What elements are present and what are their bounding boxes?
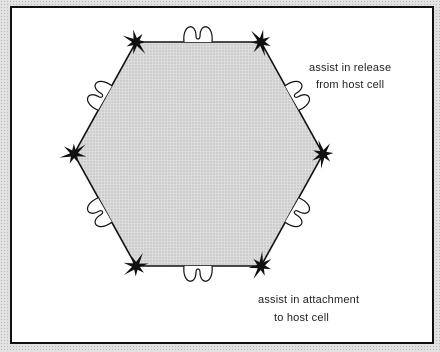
- hexagon-capsid: [74, 42, 323, 266]
- diagram-panel: assist in release from host cell assist …: [10, 6, 434, 344]
- edge-loop-top: [184, 27, 212, 42]
- release-label-line-1: assist in release: [309, 62, 391, 74]
- release-label-line-2: from host cell: [316, 79, 384, 91]
- edge-loop-bottom: [184, 266, 212, 281]
- vertex-spike-top-left: [123, 30, 147, 55]
- attachment-label-line-2: to host cell: [274, 312, 329, 324]
- virus-hexagon-diagram: assist in release from host cell assist …: [12, 8, 432, 342]
- attachment-label-line-1: assist in attachment: [258, 294, 359, 306]
